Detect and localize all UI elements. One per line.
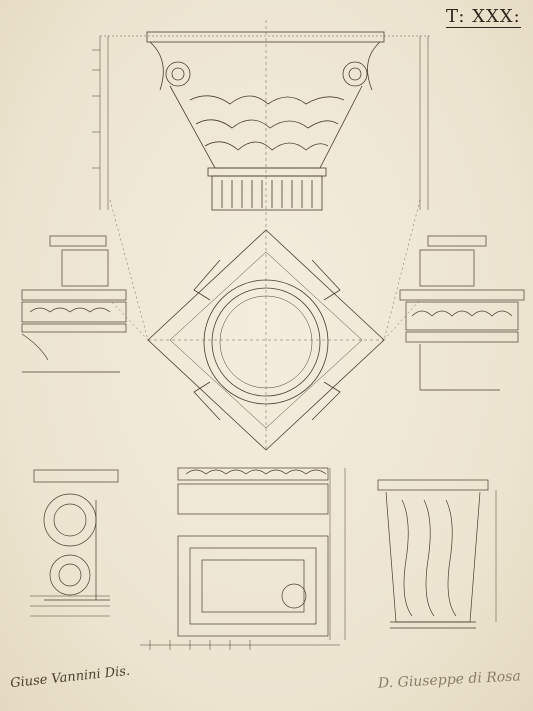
capital-plan-view bbox=[109, 199, 421, 451]
volute-detail bbox=[30, 469, 119, 617]
small-capital-elevation bbox=[377, 479, 497, 629]
plate-number: T: XXX: bbox=[446, 6, 521, 28]
plate-number-text: T: XXX: bbox=[446, 6, 521, 28]
right-profile-detail bbox=[399, 235, 525, 391]
left-profile-detail bbox=[21, 235, 127, 373]
main-capital-elevation bbox=[92, 20, 430, 230]
soffit-detail bbox=[140, 467, 346, 650]
